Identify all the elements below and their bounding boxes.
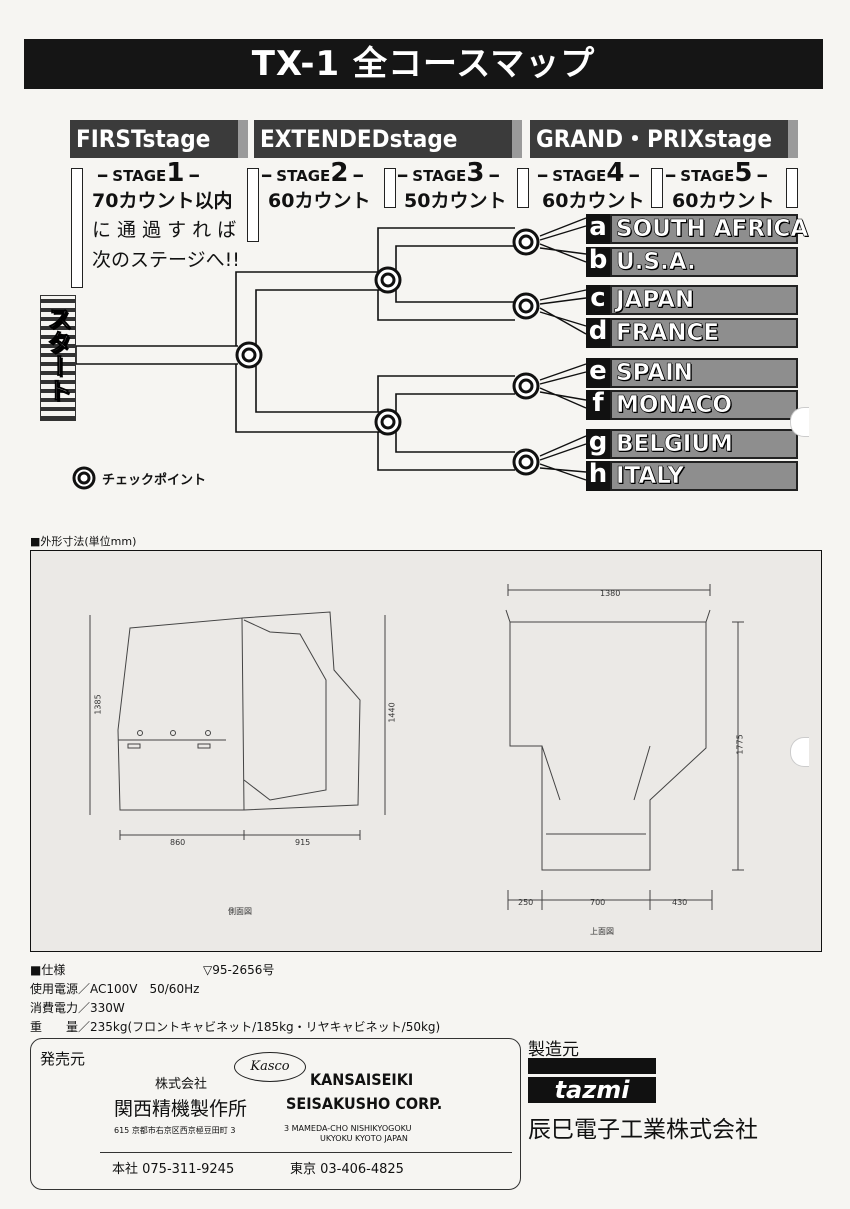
seller-phone-head: 本社 075-311-9245: [112, 1162, 235, 1177]
maker-label: 製造元: [528, 1040, 579, 1060]
stage-1-count: 70カウント以内: [92, 190, 233, 212]
cabinet-drawings: [89, 584, 744, 910]
course-letter: g: [586, 429, 610, 459]
stage-bracket-divider: [651, 168, 663, 208]
stage-2-label: ━ STAGE2 ━: [262, 158, 363, 188]
course-letter: a: [586, 214, 610, 244]
course-name: SOUTH AFRICA: [610, 214, 809, 244]
stage-1-desc-line1: に 通 過 す れ ば: [92, 219, 237, 241]
seller-kabushiki: 株式会社: [155, 1077, 208, 1092]
seller-name-jp: 関西精機製作所: [114, 1098, 248, 1120]
course-letter: b: [586, 247, 610, 277]
binder-hole: [790, 407, 809, 437]
stage-bracket-left: [71, 168, 83, 288]
stage-bracket-divider: [247, 168, 259, 242]
top-width-1380: 1380: [600, 589, 621, 598]
course-name: BELGIUM: [610, 429, 798, 459]
maker-name: 辰巳電子工業株式会社: [528, 1117, 758, 1143]
side-width-915: 915: [295, 838, 311, 847]
stage-bracket-right: [786, 168, 798, 208]
stage-5-label: ━ STAGE5 ━: [666, 158, 767, 188]
spec-power-source: 使用電源／AC100V 50/60Hz: [30, 982, 200, 996]
start-flag-strip: [40, 295, 76, 421]
course-name: JAPAN: [610, 285, 798, 315]
side-height-1440: 1440: [387, 702, 397, 723]
kasco-logo: Kasco: [234, 1052, 306, 1082]
seller-address-en1: 3 MAMEDA-CHO NISHIKYOGOKU: [284, 1124, 412, 1133]
checkpoint-icon: [512, 228, 540, 256]
page-title: TX-1 全コースマップ: [24, 39, 823, 89]
tazmi-logo: tazmi: [528, 1077, 656, 1103]
tazmi-logo-bar: [528, 1058, 656, 1074]
seller-box: [30, 1038, 521, 1190]
course-name: ITALY: [610, 461, 798, 491]
grandprix-stage-header: GRAND・PRIXstage: [530, 120, 798, 158]
checkpoint-icon: [512, 448, 540, 476]
checkpoint-icon: [374, 266, 402, 294]
course-letter: c: [586, 285, 610, 315]
stage-3-label: ━ STAGE3 ━: [398, 158, 499, 188]
checkpoint-legend-icon: [72, 466, 96, 490]
top-depth-1775: 1775: [735, 734, 745, 755]
course-letter: e: [586, 358, 610, 388]
start-label: スタート: [43, 306, 72, 403]
stage-5-count: 60カウント: [672, 190, 775, 212]
course-name: MONACO: [610, 390, 798, 420]
seller-phone-tokyo: 東京 03-406-4825: [290, 1162, 404, 1177]
top-width-700: 700: [590, 898, 606, 907]
stage-1-label: ━ STAGE1 ━: [98, 158, 199, 188]
course-name: SPAIN: [610, 358, 798, 388]
seller-address-en2: UKYOKU KYOTO JAPAN: [320, 1134, 408, 1143]
spec-weight: 重 量／235kg(フロントキャビネット/185kg・リヤキャビネット/50kg…: [30, 1020, 441, 1034]
stage-1-desc-line2: 次のステージへ!!: [92, 249, 240, 271]
dimensions-heading: ■外形寸法(単位mm): [30, 535, 137, 548]
course-letter: f: [586, 390, 610, 420]
stage-4-label: ━ STAGE4 ━: [538, 158, 639, 188]
checkpoint-legend-label: チェックポイント: [102, 473, 207, 488]
course-name: U.S.A.: [610, 247, 798, 277]
seller-address-jp: 615 京都市右京区西京極豆田町 3: [114, 1126, 236, 1135]
checkpoint-icon: [235, 341, 263, 369]
top-width-250: 250: [518, 898, 534, 907]
side-height-1385: 1385: [93, 694, 103, 715]
stage-bracket-divider: [384, 168, 396, 208]
stage-bracket-divider: [517, 168, 529, 208]
dimension-drawing-panel: [30, 550, 822, 952]
stage-3-count: 50カウント: [404, 190, 507, 212]
side-view-caption: 側面図: [228, 907, 252, 916]
course-map-lines: [75, 217, 587, 481]
seller-divider: [100, 1152, 512, 1153]
course-letter: h: [586, 461, 610, 491]
binder-hole: [790, 737, 809, 767]
seller-name-en1: KANSAISEIKI: [310, 1070, 414, 1089]
spec-power-consumption: 消費電力／330W: [30, 1001, 125, 1015]
specs-heading: ■仕様: [30, 963, 66, 977]
checkpoint-icon: [512, 372, 540, 400]
course-letter: d: [586, 318, 610, 348]
first-stage-header: FIRSTstage: [70, 120, 248, 158]
checkpoint-icon: [374, 408, 402, 436]
top-width-430: 430: [672, 898, 688, 907]
top-view-caption: 上面図: [590, 927, 614, 936]
stage-2-count: 60カウント: [268, 190, 371, 212]
checkpoint-icon: [512, 292, 540, 320]
specs-code: ▽95-2656号: [203, 963, 275, 977]
course-name: FRANCE: [610, 318, 798, 348]
extended-stage-header: EXTENDEDstage: [254, 120, 522, 158]
side-width-860: 860: [170, 838, 186, 847]
seller-label: 発売元: [40, 1050, 86, 1068]
stage-4-count: 60カウント: [542, 190, 645, 212]
seller-name-en2: SEISAKUSHO CORP.: [286, 1094, 443, 1113]
